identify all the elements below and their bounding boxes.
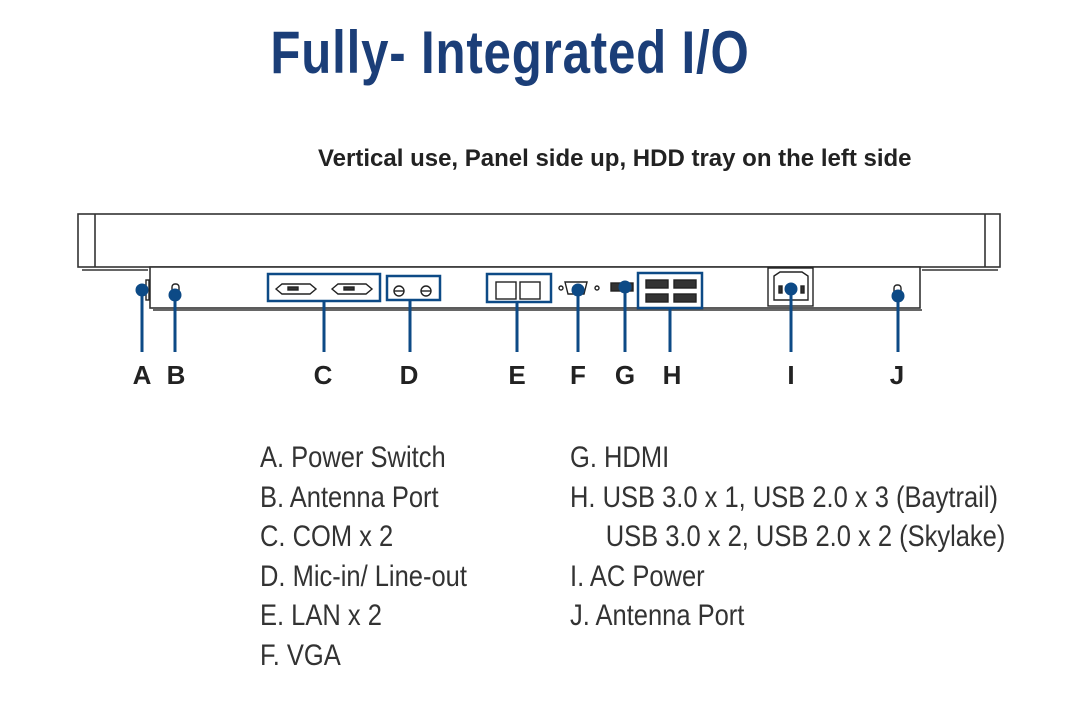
usb-port-icon [645,279,697,303]
com-port-icon [274,283,374,295]
audio-jack-icon [393,285,432,297]
legend-item: E. LAN x 2 [260,599,382,633]
callout-labels: A B C D E F G H I J [133,360,905,390]
lan-port-icon [495,281,541,300]
callout-b: B [167,360,186,390]
legend-item: USB 3.0 x 2, USB 2.0 x 2 (Skylake) [605,520,1006,554]
legend-item: D. Mic-in/ Line-out [260,559,467,593]
callout-c: C [314,360,333,390]
legend-right: G. HDMI H. USB 3.0 x 1, USB 2.0 x 3 (Bay… [570,438,1005,636]
callout-a: A [133,360,152,390]
legend-item: G. HDMI [570,441,670,474]
legend-item: H. USB 3.0 x 1, USB 2.0 x 3 (Baytrail) [570,480,998,514]
callout-j: J [890,360,904,390]
callout-f: F [570,360,586,390]
callout-i: I [787,360,794,390]
callout-h: H [663,360,682,390]
callout-g: G [615,360,635,390]
legend-item: C. COM x 2 [260,520,394,554]
callout-d: D [400,360,419,390]
legend-item: F. VGA [260,638,341,672]
page-title: Fully- Integrated I/O [270,19,750,86]
subtitle: Vertical use, Panel side up, HDD tray on… [318,145,912,172]
legend-item: J. Antenna Port [570,599,745,633]
device-panel [77,213,1001,268]
legend-left: A. Power Switch B. Antenna Port C. COM x… [260,438,467,676]
callout-lines [135,280,905,352]
callout-e: E [508,360,525,390]
legend-item: I. AC Power [570,559,705,593]
legend-item: B. Antenna Port [260,480,439,514]
legend-item: A. Power Switch [260,441,446,474]
